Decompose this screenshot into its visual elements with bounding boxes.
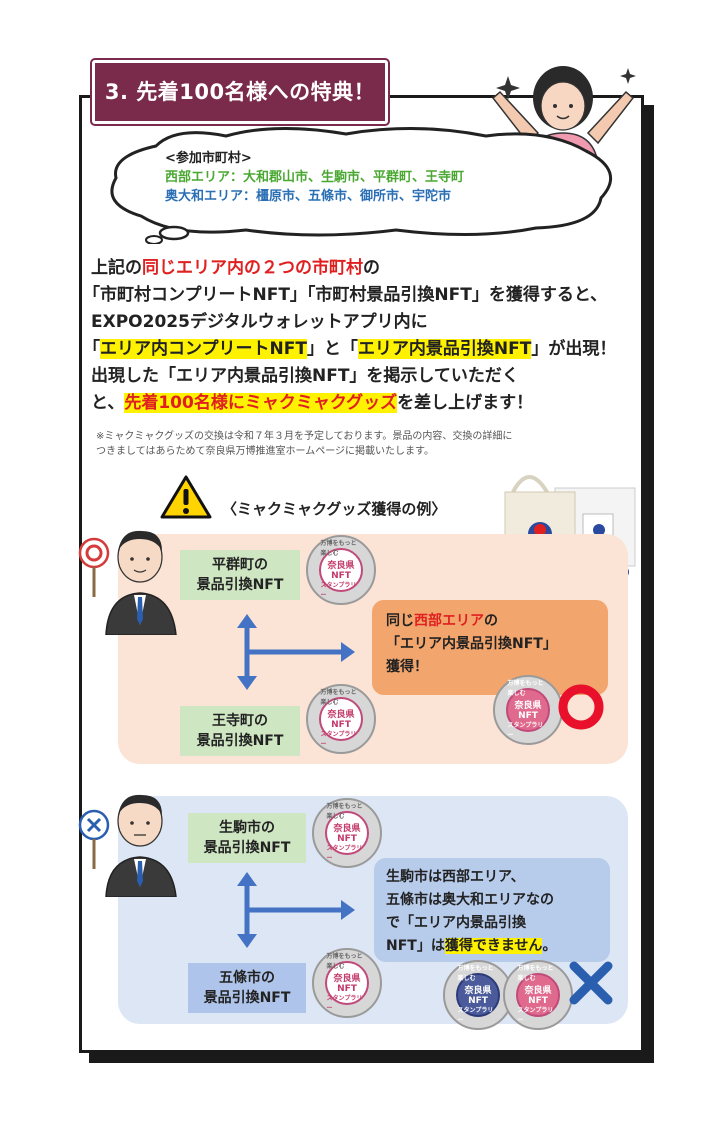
participating-municipalities: <参加市町村> 西部エリア：大和郡山市、生駒市、平群町、王寺町 奥大和エリア：橿…: [165, 149, 464, 206]
warning-icon: [160, 475, 212, 519]
east-area-row: 奥大和エリア：橿原市、五條市、御所市、宇陀市: [165, 189, 452, 204]
cross-mark-icon: [86, 817, 102, 833]
heguri-label: 平群町の景品引換NFT: [180, 550, 300, 600]
speech-cloud: [110, 127, 612, 244]
west-area-row: 西部エリア：大和郡山市、生駒市、平群町、王寺町: [165, 170, 465, 185]
ng-result-box: 生駒市は西部エリア、 五條市は奥大和エリアなの で「エリア内景品引換 NFT」は…: [374, 858, 610, 962]
cloud-heading: <参加市町村>: [165, 151, 252, 166]
ok-result-box: 同じ西部エリアの 「エリア内景品引換NFT」 獲得！: [372, 600, 608, 695]
sparkle-icon: [496, 76, 520, 100]
benefit-description: 上記の同じエリア内の２つの市町村の 「市町村コンプリートNFT」「市町村景品引換…: [83, 258, 617, 413]
circle-mark-icon: [85, 544, 103, 562]
ok-circle-icon: [558, 684, 604, 730]
ikoma-label: 生駒市の景品引換NFT: [188, 813, 306, 863]
exchange-note: ※ミャクミャクグッズの交換は令和７年３月を予定しております。景品の内容、交換の詳…: [96, 431, 513, 457]
businessman-ng-illustration: [78, 794, 177, 897]
sparkle-icon: [620, 68, 636, 84]
ng-cross-icon: [569, 961, 613, 1005]
businessman-ok-illustration: [78, 530, 177, 635]
example-caption: 〈ミャクミャクグッズ獲得の例〉: [222, 500, 447, 518]
oji-label: 王寺町の景品引換NFT: [180, 706, 300, 756]
gojo-label: 五條市の景品引換NFT: [188, 963, 306, 1013]
section-title: 3. 先着100名様への特典！: [92, 60, 388, 124]
ng-arrows: [237, 872, 355, 948]
ok-arrows: [237, 614, 355, 690]
